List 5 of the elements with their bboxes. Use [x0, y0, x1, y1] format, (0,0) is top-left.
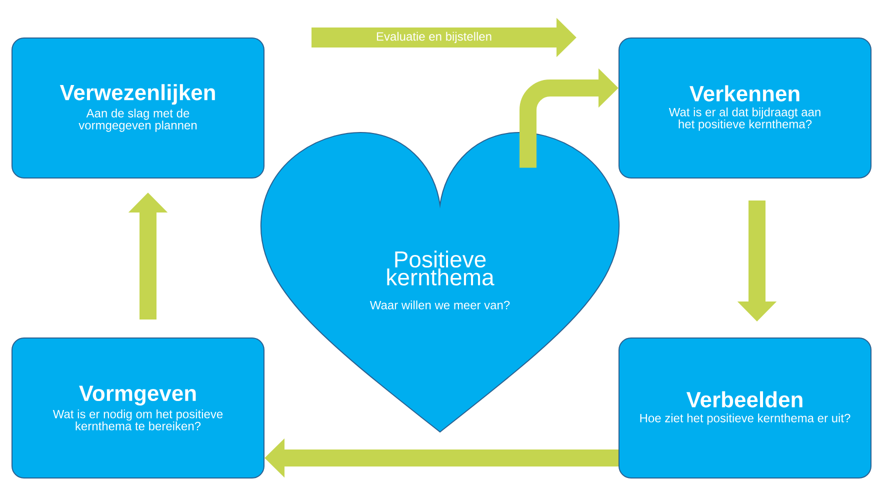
process-box: Verwezenlijken Aan de slag met de vormgegeven plannen [12, 38, 264, 178]
process-box: Verkennen Wat is er al dat bijdraagt aan het positieve kernthema? [618, 38, 872, 178]
edge-label: Evaluatie en bijstellen [374, 30, 494, 44]
process-box: Vormgeven Wat is er nodig om het positieve kernthema te bereiken? [12, 338, 264, 478]
process-box: Verbeelden Hoe ziet het positieve kernthema er uit? [618, 338, 872, 478]
